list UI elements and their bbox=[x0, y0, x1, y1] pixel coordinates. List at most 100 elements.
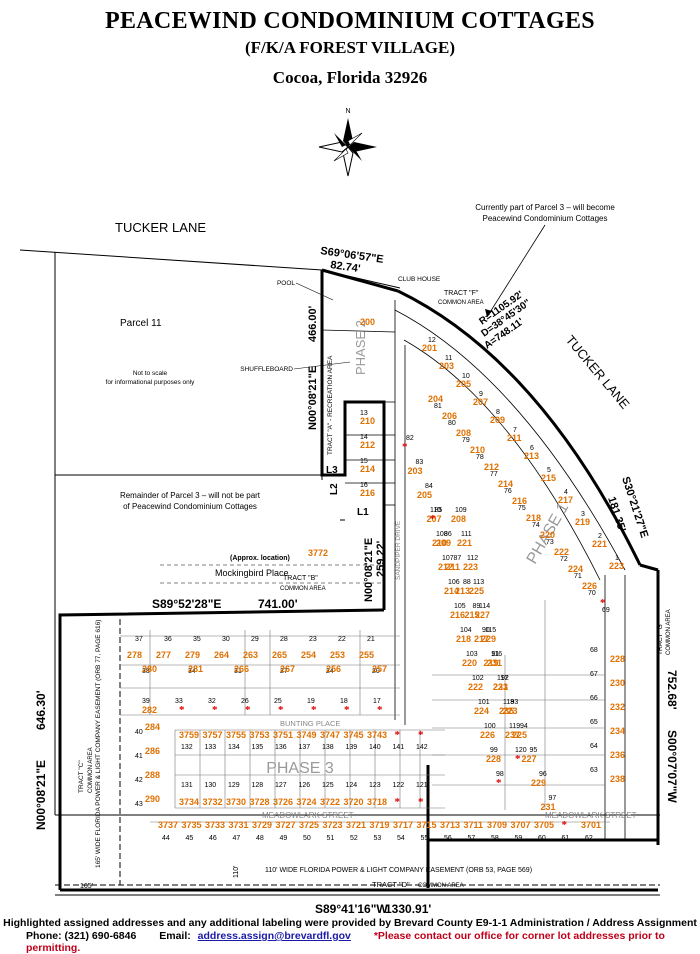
corner-lot-marker: * bbox=[377, 704, 383, 716]
lot-address: 231 bbox=[487, 658, 502, 668]
lot-address: 207 bbox=[473, 397, 488, 407]
lot-address: 3734 bbox=[179, 797, 199, 807]
lot-number: 87 bbox=[454, 555, 462, 562]
lot-address: 224 bbox=[474, 706, 489, 716]
lot-address: 280 bbox=[142, 664, 157, 674]
lot-address: 3725 bbox=[299, 820, 319, 830]
lot-address: 219 bbox=[575, 517, 590, 527]
lot-number: 64 bbox=[590, 743, 598, 750]
lot-number: 19 bbox=[307, 698, 315, 705]
lot-address: 3755 bbox=[226, 730, 246, 740]
lot-address: 209 bbox=[436, 538, 451, 548]
lot-number: 81 bbox=[434, 403, 442, 410]
lot-address: 3722 bbox=[320, 797, 340, 807]
lot-address: 214 bbox=[360, 464, 375, 474]
lot-number: 34 bbox=[188, 668, 196, 675]
lot-number: 5 bbox=[547, 467, 551, 474]
lot-number: 61 bbox=[562, 835, 570, 842]
lot-address: 3726 bbox=[273, 797, 293, 807]
lot-number: 103 bbox=[466, 651, 478, 658]
lot-number: 48 bbox=[256, 835, 264, 842]
street-label-tucker-top: TUCKER LANE bbox=[115, 220, 206, 235]
lot-number: 127 bbox=[275, 782, 287, 789]
bearing-2-dist: 466.00' bbox=[307, 305, 319, 342]
bearing-4: S89°52'28"E bbox=[152, 597, 221, 611]
lot-address: 217 bbox=[474, 634, 489, 644]
lot-number: 68 bbox=[590, 647, 598, 654]
lot-number: 72 bbox=[560, 556, 568, 563]
footer-credit: Highlighted assigned addresses and any a… bbox=[3, 917, 697, 929]
lot-address: 288 bbox=[145, 770, 160, 780]
sandpiper-label: SANDPIPER DRIVE bbox=[395, 520, 402, 580]
lot-number: 7 bbox=[513, 427, 517, 434]
footer-email-link[interactable]: address.assign@brevardfl.gov bbox=[197, 930, 351, 942]
lot-number: 69 bbox=[602, 607, 610, 614]
lot-address: 3709 bbox=[487, 820, 507, 830]
lot-number: 98 bbox=[496, 771, 504, 778]
lot-address: 3733 bbox=[205, 820, 225, 830]
lot-number: 18 bbox=[340, 698, 348, 705]
lot-number: 93 bbox=[511, 699, 519, 706]
lot-number: 141 bbox=[393, 744, 405, 751]
lot-address: 254 bbox=[301, 650, 316, 660]
lot-number: 51 bbox=[327, 835, 335, 842]
lot-number: 110 bbox=[430, 507, 441, 514]
lot-address: 3747 bbox=[320, 730, 340, 740]
lot-address: 228 bbox=[486, 754, 501, 764]
lot-number: 130 bbox=[205, 782, 217, 789]
bearing-1-dist: 82.74' bbox=[330, 259, 362, 275]
lot-number: 78 bbox=[476, 454, 484, 461]
lot-number: 54 bbox=[397, 835, 405, 842]
lot-number: 63 bbox=[590, 767, 598, 774]
lot-address: 219 bbox=[484, 658, 499, 668]
lot-address: 212 bbox=[484, 462, 499, 472]
lot-address: 206 bbox=[442, 411, 457, 421]
lot-address: 211 bbox=[446, 562, 461, 572]
lot-number: 21 bbox=[367, 636, 375, 643]
site-map: N bbox=[19, 108, 679, 915]
lot-number: 39 bbox=[142, 698, 150, 705]
lot-address: 256 bbox=[326, 664, 341, 674]
easement-bottom: 110' WIDE FLORIDA POWER & LIGHT COMPANY … bbox=[265, 867, 532, 874]
lot-number: 85 bbox=[435, 507, 443, 514]
lot-number: 106 bbox=[448, 579, 460, 586]
dim-165: 165' bbox=[80, 883, 93, 890]
lot-number: 116 bbox=[491, 651, 502, 658]
corner-lot-marker: * bbox=[496, 777, 502, 789]
lot-number: 24 bbox=[326, 668, 334, 675]
phase-3-label: PHASE 3 bbox=[266, 760, 334, 777]
bearing-7-dist: 752.68' bbox=[665, 670, 679, 710]
lot-number: 31 bbox=[234, 668, 242, 675]
lot-address: 267 bbox=[280, 664, 295, 674]
lot-number: 65 bbox=[590, 719, 598, 726]
lot-address: 3749 bbox=[297, 730, 317, 740]
lot-address: 212 bbox=[438, 562, 453, 572]
page-subtitle: (F/K/A FOREST VILLAGE) bbox=[244, 38, 456, 57]
lot-address: 224 bbox=[568, 564, 583, 574]
lot-number: 91 bbox=[492, 651, 500, 658]
bunting-label: BUNTING PLACE bbox=[280, 719, 340, 728]
address-200: 200 bbox=[360, 317, 375, 327]
bearing-8-dist: 1330.91' bbox=[385, 902, 431, 915]
lot-number: 122 bbox=[393, 782, 405, 789]
tract-b-label: TRACT "B" bbox=[283, 575, 318, 582]
club-house-label: CLUB HOUSE bbox=[398, 276, 441, 283]
lot-number: 129 bbox=[228, 782, 240, 789]
lot-number: 47 bbox=[233, 835, 241, 842]
lot-address: 218 bbox=[456, 634, 471, 644]
lot-address: 213 bbox=[524, 451, 539, 461]
corner-lot-marker: * bbox=[562, 819, 568, 831]
lot-address: 226 bbox=[480, 730, 495, 740]
tract-c-common: COMMON AREA bbox=[88, 747, 94, 793]
lot-number: 57 bbox=[468, 835, 476, 842]
lot-number: 43 bbox=[135, 801, 143, 808]
lot-number: 76 bbox=[504, 488, 512, 495]
lot-address: 203 bbox=[408, 466, 423, 476]
lot-number: 22 bbox=[338, 636, 346, 643]
footer-contact: Phone: (321) 690-6846 Email: address.ass… bbox=[26, 930, 700, 954]
lot-number: 92 bbox=[501, 675, 509, 682]
lot-number: 33 bbox=[175, 698, 183, 705]
lot-number: 58 bbox=[491, 835, 499, 842]
lot-address: 233 bbox=[493, 682, 508, 692]
lot-number: 126 bbox=[299, 782, 311, 789]
